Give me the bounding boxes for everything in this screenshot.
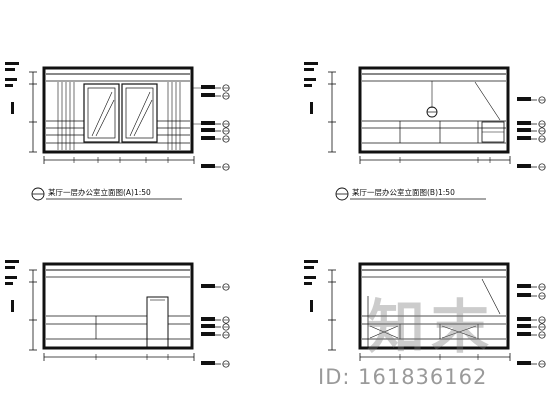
elevation-panel-top-left: 某厅一层办公室立面图(A)1:50 bbox=[4, 61, 230, 201]
watermark-logo: 知末 bbox=[367, 293, 496, 361]
elevation-panel-bottom-left bbox=[4, 259, 230, 368]
panel-caption-top-left: 某厅一层办公室立面图(A)1:50 bbox=[48, 187, 151, 197]
elevation-panel-top-right: 某厅一层办公室立面图(B)1:50 bbox=[303, 61, 546, 201]
watermark-id-text: ID: 161836162 bbox=[318, 365, 488, 389]
panel-caption-top-right: 某厅一层办公室立面图(B)1:50 bbox=[352, 187, 455, 197]
elevation-panel-bottom-right bbox=[303, 259, 546, 368]
